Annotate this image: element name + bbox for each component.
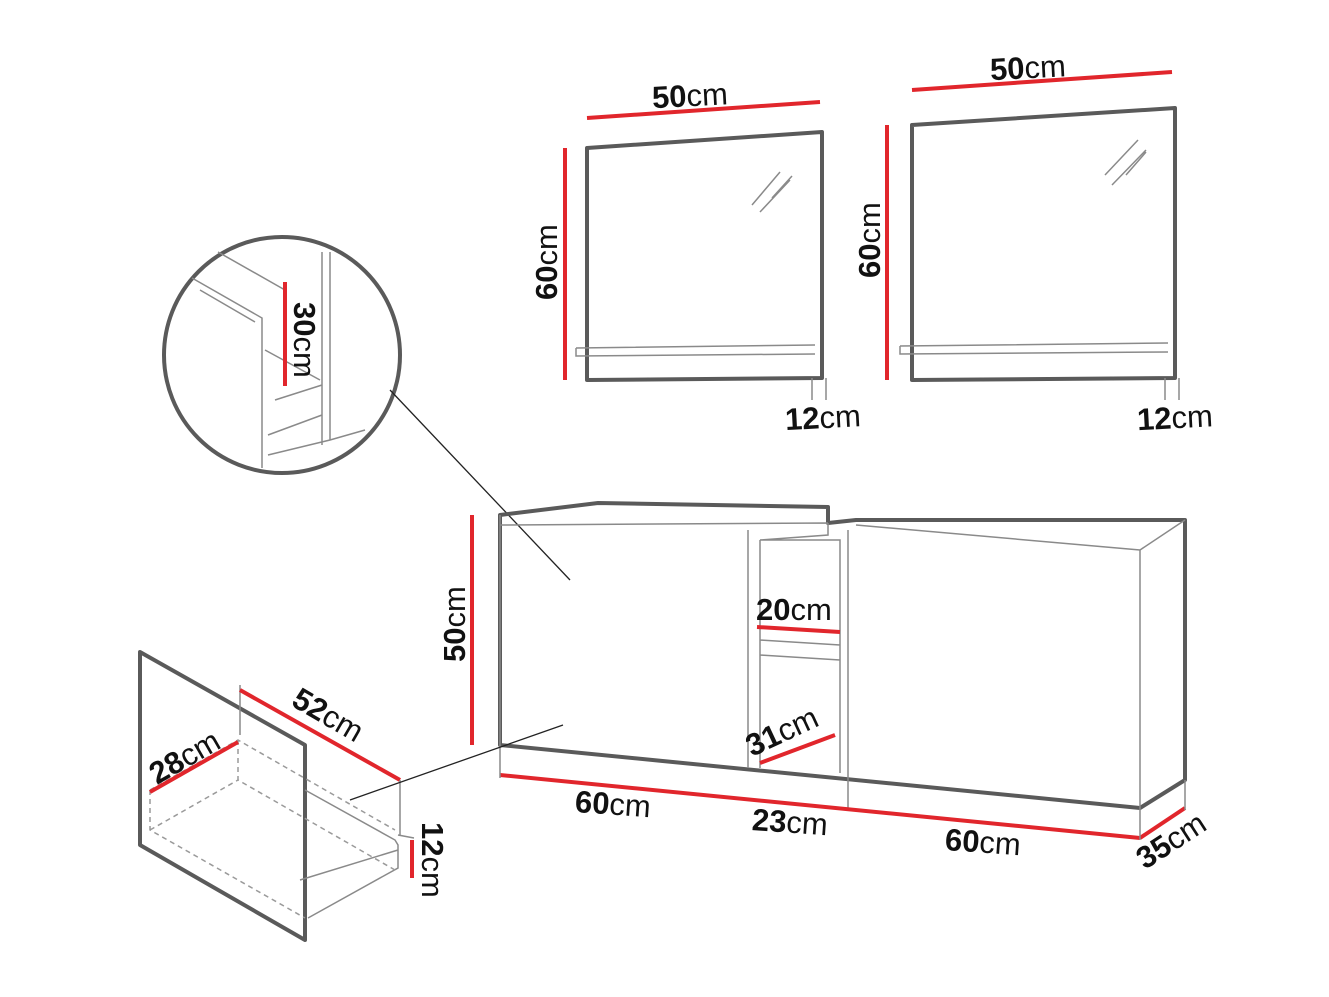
mirror-left-width-label: 50cm	[651, 76, 729, 115]
drawer-width-label: 28cm	[143, 723, 226, 791]
cabinet-right-width-label: 60cm	[944, 822, 1022, 862]
drawer: 52cm 28cm 12cm	[138, 650, 564, 942]
mirror-right: 50cm 60cm 12cm	[852, 48, 1214, 437]
drawer-height-label: 12cm	[415, 822, 450, 898]
drawer-detail-circle: 30cm	[162, 235, 571, 581]
mirror-right-depth-label: 12cm	[1136, 398, 1214, 437]
mirror-left: 50cm 60cm 12cm	[529, 76, 862, 437]
mirror-right-height-label: 60cm	[852, 202, 887, 278]
cabinet-shelf-depth-label: 20cm	[756, 592, 832, 627]
mirror-left-depth-label: 12cm	[784, 398, 862, 437]
cabinet-height-label: 50cm	[437, 586, 472, 662]
cabinet-left-width-label: 60cm	[574, 784, 652, 824]
detail-drawer-height-label: 30cm	[287, 302, 322, 378]
mirror-left-height-label: 60cm	[529, 224, 564, 300]
cabinet-middle-width-label: 23cm	[751, 802, 829, 842]
mirror-right-width-label: 50cm	[989, 48, 1067, 87]
cabinet: 50cm 20cm 31cm 60cm 23cm 60cm 35cm	[437, 501, 1212, 876]
